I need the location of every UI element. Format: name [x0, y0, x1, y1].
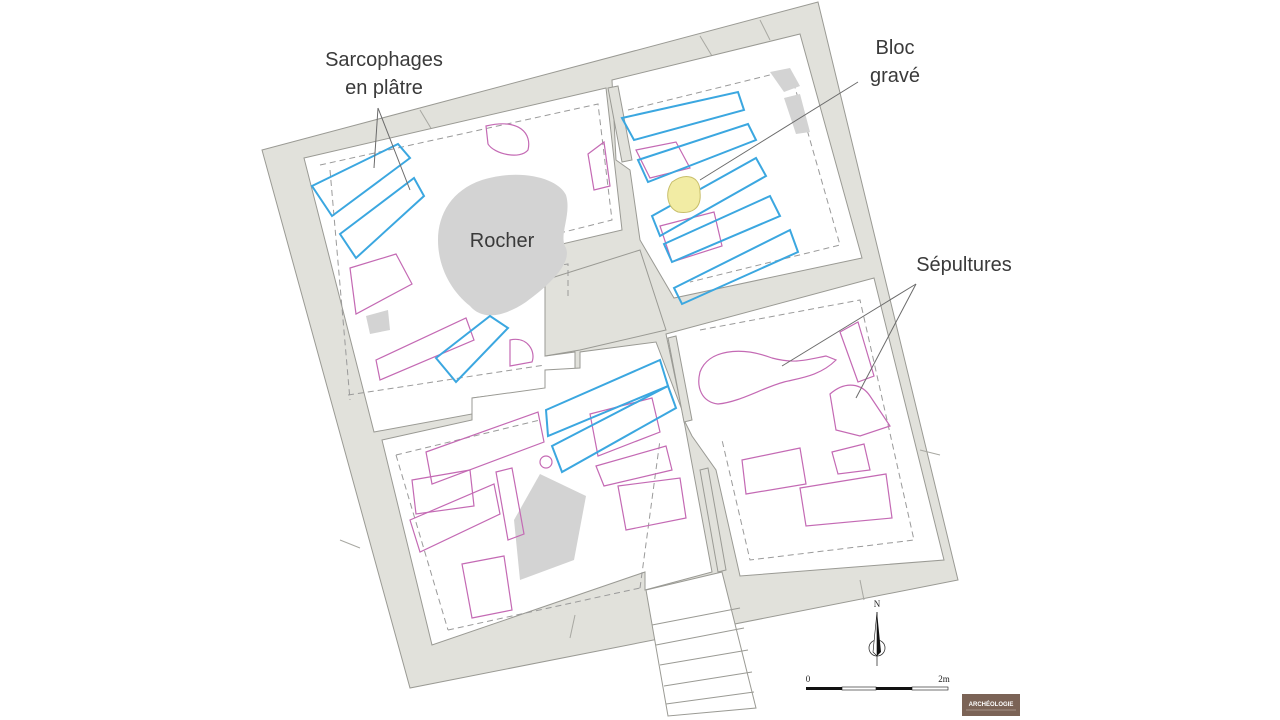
logo-text: ARCHÉOLOGIE — [969, 700, 1014, 708]
rock-fragment-3 — [784, 94, 810, 134]
dashed-outlines — [319, 69, 915, 631]
burial-22 — [799, 473, 893, 527]
burial-16 — [617, 477, 687, 531]
partition-wall-jamb-1 — [607, 85, 633, 163]
engraved-block — [667, 176, 701, 213]
label-burials: Sépultures — [916, 254, 1012, 276]
burial-9 — [411, 469, 475, 515]
rock-fragment-2 — [770, 68, 800, 92]
label-engraved-block-line2: gravé — [870, 65, 920, 87]
burial-20 — [741, 447, 807, 495]
burial-3 — [349, 253, 413, 315]
burial-5 — [509, 338, 534, 367]
sarcophagus-4 — [620, 90, 746, 142]
sarcophagus-1 — [310, 142, 412, 218]
burial-4 — [375, 317, 475, 381]
burial-17 — [698, 350, 838, 405]
sarcophagus-2 — [338, 176, 426, 260]
scale-end-label: 2m — [938, 674, 950, 684]
sarcophagus-8 — [672, 228, 800, 306]
label-sarcophagi-line2: en plâtre — [345, 77, 423, 99]
burial-21 — [831, 443, 871, 475]
label-engraved-block-line1: Bloc — [876, 37, 915, 59]
rock-main — [438, 174, 568, 316]
burial-11 — [495, 467, 525, 541]
entrance-stairs — [645, 571, 757, 717]
burials — [349, 123, 893, 619]
burial-18 — [839, 321, 875, 383]
publisher-logo: ARCHÉOLOGIE — [962, 694, 1020, 716]
burial-12 — [539, 455, 553, 469]
north-label: N — [874, 599, 881, 609]
burial-8 — [425, 411, 545, 485]
leader-lines — [373, 81, 917, 399]
wall-seams — [339, 19, 941, 639]
sarcophagi — [310, 90, 800, 474]
burial-14 — [589, 397, 661, 457]
sarcophagus-7 — [662, 194, 782, 264]
scale-start-label: 0 — [806, 674, 811, 684]
label-rock: Rocher — [470, 230, 535, 252]
burial-19 — [829, 384, 891, 437]
sarcophagus-3 — [434, 314, 510, 384]
room-southeast — [665, 277, 945, 577]
partition-wall-center — [544, 249, 667, 357]
partition-wall-jamb-2 — [667, 335, 693, 423]
burial-6 — [635, 141, 691, 179]
burial-2 — [587, 140, 611, 191]
burial-1 — [485, 123, 530, 156]
label-sarcophagi-line1: Sarcophages — [325, 49, 443, 71]
north-arrow: N — [868, 599, 886, 666]
partition-wall-jamb-3 — [699, 467, 727, 573]
north-arrow-needle-icon — [877, 612, 881, 656]
burial-10 — [409, 483, 501, 553]
rock-fragment-1 — [366, 310, 390, 334]
sarcophagus-10 — [550, 384, 678, 474]
scale-bar: 0 2m — [806, 674, 950, 691]
sarcophagus-6 — [650, 156, 768, 238]
sarcophagus-5 — [636, 122, 758, 184]
burial-13 — [461, 555, 513, 619]
rock-south — [514, 474, 586, 580]
burial-15 — [595, 445, 673, 487]
